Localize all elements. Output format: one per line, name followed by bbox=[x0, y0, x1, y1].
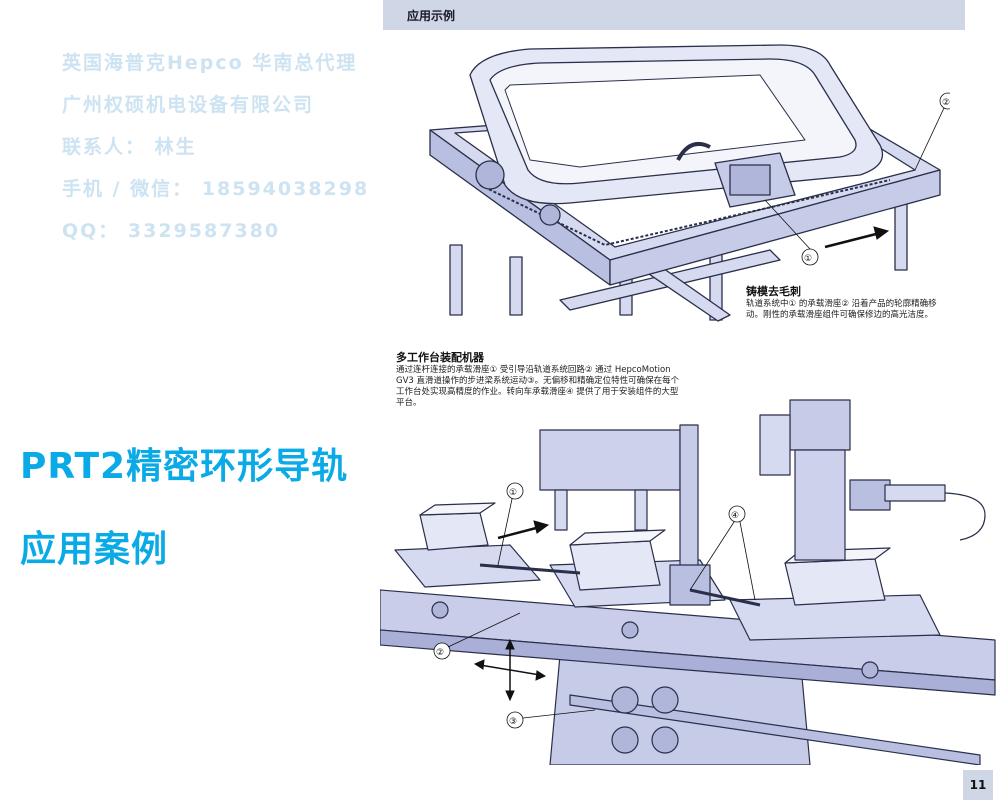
page-number: 11 bbox=[963, 770, 993, 800]
assembly-text-line: 通过连杆连接的承载滑座① 受引导沿轨道系统回路② 通过 HepcoMotion bbox=[396, 365, 671, 375]
main-title-line2: 应用案例 bbox=[20, 529, 169, 570]
dealer-watermark: 英国海普克Hepco 华南总代理 广州权硕机电设备有限公司 联系人： 林生 手机… bbox=[62, 42, 369, 252]
casting-title: 铸模去毛刺 bbox=[746, 285, 801, 298]
watermark-line-phone: 手机 / 微信： 18594038298 bbox=[62, 178, 370, 200]
watermark-line-qq: QQ： 3329587380 bbox=[62, 220, 281, 242]
main-title-line1: PRT2精密环形导轨 bbox=[20, 446, 349, 487]
top-callout-2: ② bbox=[942, 98, 950, 108]
top-callout-1: ① bbox=[804, 254, 812, 264]
casting-deburr-illustration: ① ② bbox=[429, 44, 950, 322]
bottom-callout-2: ② bbox=[436, 648, 444, 658]
assembly-description: 通过连杆连接的承载滑座① 受引导沿轨道系统回路② 通过 HepcoMotion … bbox=[396, 365, 679, 409]
assembly-machine-illustration: ① ② ③ ④ bbox=[380, 399, 996, 765]
watermark-line-dealer: 英国海普克Hepco 华南总代理 bbox=[62, 52, 358, 74]
bottom-callout-4: ④ bbox=[731, 511, 739, 521]
assembly-title: 多工作台装配机器 bbox=[396, 351, 484, 364]
watermark-line-company: 广州权硕机电设备有限公司 bbox=[62, 94, 315, 116]
casting-description: 轨道系统中① 的承载滑座② 沿着产品的轮廓精确移 动。刚性的承载滑座组件可确保修… bbox=[746, 299, 937, 321]
section-header-bar: 应用示例 bbox=[383, 0, 965, 30]
assembly-text-line: 工作台处实现高精度的作业。转向车承载滑座④ 提供了用于安装组件的大型 bbox=[396, 387, 679, 397]
assembly-text-line: GV3 直滑道操作的步进梁系统运动③。无偏移和精确定位特性可确保在每个 bbox=[396, 376, 680, 386]
bottom-callout-3: ③ bbox=[509, 717, 517, 727]
casting-text-line: 动。刚性的承载滑座组件可确保修边的高光洁度。 bbox=[746, 310, 934, 320]
bottom-callout-1: ① bbox=[509, 488, 517, 498]
section-label: 应用示例 bbox=[407, 9, 456, 23]
casting-text-line: 轨道系统中① 的承载滑座② 沿着产品的轮廓精确移 bbox=[746, 299, 937, 309]
assembly-text-line: 平台。 bbox=[396, 398, 422, 408]
watermark-line-contact: 联系人： 林生 bbox=[62, 136, 197, 158]
